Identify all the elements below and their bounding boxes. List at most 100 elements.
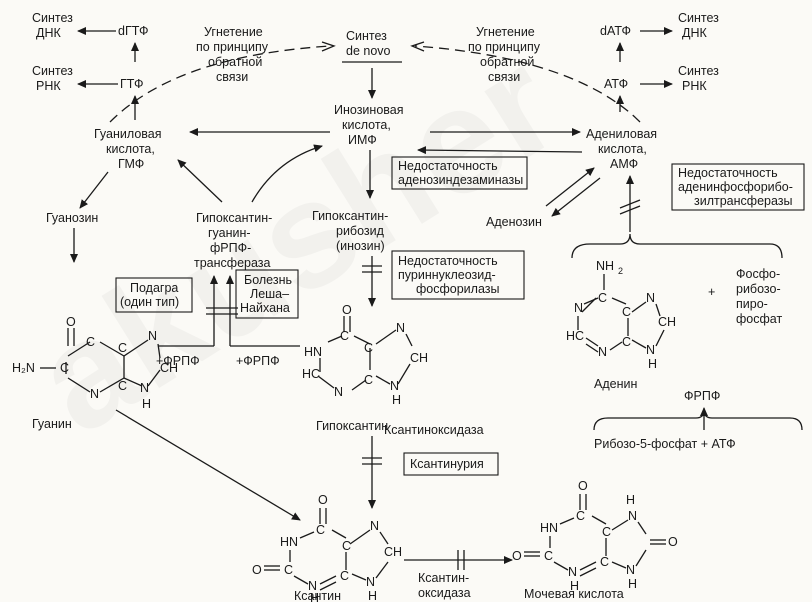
guanine-label: Гуанин (32, 417, 72, 431)
svg-text:N: N (148, 329, 157, 343)
svg-text:2: 2 (618, 266, 623, 276)
svg-text:HN: HN (540, 521, 558, 535)
svg-text:C: C (622, 305, 631, 319)
svg-text:Гипоксантин-: Гипоксантин- (312, 209, 388, 223)
svg-text:связи: связи (216, 70, 248, 84)
gmp-label: Гуаниловая кислота, ГМФ (94, 127, 162, 171)
xanthine-label: Ксантин (294, 589, 341, 602)
synth-rna-left: Синтез РНК (32, 64, 73, 93)
ribose-brace (593, 409, 803, 431)
svg-text:трансфераза: трансфераза (194, 256, 271, 270)
svg-text:O: O (668, 535, 678, 549)
lesch-nyhan-box: Болезнь Леша– Найхана (235, 269, 299, 319)
arrow-hgprt-to-gmp (177, 159, 223, 203)
atf-label: АТФ (604, 77, 628, 91)
inhibition-left-label: Угнетение по принципу обратной связи (196, 25, 269, 84)
svg-text:O: O (66, 315, 76, 329)
svg-text:CH: CH (410, 351, 428, 365)
adenine-label: Аденин (594, 377, 637, 391)
svg-text:H₂N: H₂N (12, 361, 35, 375)
svg-text:N: N (646, 343, 655, 357)
svg-text:H: H (310, 591, 319, 602)
svg-text:обратной: обратной (480, 55, 534, 69)
svg-text:ГМФ: ГМФ (118, 157, 144, 171)
svg-text:H: H (392, 393, 401, 407)
svg-text:фосфат: фосфат (736, 312, 782, 326)
arrow-gmp-to-guanosine (79, 171, 109, 209)
svg-text:ДНК: ДНК (36, 26, 61, 40)
svg-text:Угнетение: Угнетение (204, 25, 263, 39)
svg-text:N: N (574, 301, 583, 315)
gtf-label: ГТФ (120, 77, 144, 91)
svg-text:HC: HC (566, 329, 584, 343)
synth-dna-left: Синтез ДНК (32, 11, 73, 40)
svg-text:Фосфо-: Фосфо- (736, 267, 780, 281)
svg-text:РНК: РНК (682, 79, 707, 93)
svg-text:de novo: de novo (346, 44, 391, 58)
svg-text:H: H (142, 397, 151, 411)
plus-sign: + (708, 285, 715, 299)
gout-box: Подагра (один тип) (115, 277, 193, 313)
svg-text:Болезнь: Болезнь (244, 273, 292, 287)
svg-text:CH: CH (658, 315, 676, 329)
svg-text:N: N (646, 291, 655, 305)
svg-text:N: N (334, 385, 343, 399)
guanine-structure: O C C N CH N H C N C H₂N (12, 315, 178, 411)
adenine-prpp-brace (571, 233, 783, 259)
svg-text:C: C (364, 373, 373, 387)
svg-text:оксидаза: оксидаза (418, 586, 471, 600)
svg-text:H: H (368, 589, 377, 602)
svg-text:C: C (86, 335, 95, 349)
guanosine-label: Гуанозин (46, 211, 98, 225)
svg-text:O: O (252, 563, 262, 577)
svg-text:гуанин-: гуанин- (208, 226, 251, 240)
svg-text:Синтез: Синтез (32, 11, 73, 25)
svg-text:Угнетение: Угнетение (476, 25, 535, 39)
hypoxanthine-structure: O C HN C N CH N H C N HC (302, 303, 428, 407)
svg-text:HC: HC (302, 367, 320, 381)
svg-text:Недостаточность: Недостаточность (398, 254, 498, 268)
svg-text:CH: CH (160, 361, 178, 375)
uric-acid-structure: O C HN C C O N H C N H C O N H (512, 479, 678, 593)
svg-text:(инозин): (инозин) (336, 239, 385, 253)
svg-text:Ксантинурия: Ксантинурия (410, 457, 484, 471)
svg-text:HN: HN (280, 535, 298, 549)
svg-text:HN: HN (304, 345, 322, 359)
svg-text:N: N (628, 509, 637, 523)
svg-text:фосфорилазы: фосфорилазы (416, 282, 499, 296)
xanthine-structure: O C HN C C O N H C N CH N H (252, 493, 402, 602)
block-aprt-2 (619, 205, 641, 215)
feedback-arrowhead-left (321, 41, 336, 52)
svg-text:Недостаточность: Недостаточность (678, 166, 778, 180)
xanthine-oxidase-label-1: Ксантиноксидаза (384, 423, 484, 437)
svg-text:C: C (340, 329, 349, 343)
svg-text:Ксантин-: Ксантин- (418, 571, 469, 585)
hgprt-label: Гипоксантин- гуанин- фРПФ- трансфераза (194, 211, 272, 270)
synth-dna-right: Синтез ДНК (678, 11, 719, 40)
svg-text:C: C (340, 569, 349, 583)
svg-text:Недостаточность: Недостаточность (398, 159, 498, 173)
svg-text:фРПФ-: фРПФ- (210, 241, 251, 255)
svg-text:аденинфосфорибо-: аденинфосфорибо- (678, 180, 793, 194)
svg-text:NH: NH (596, 259, 614, 273)
svg-text:Леша–: Леша– (250, 287, 289, 301)
svg-text:C: C (316, 523, 325, 537)
xanthinuria-box: Ксантинурия (403, 452, 499, 476)
svg-text:C: C (622, 335, 631, 349)
svg-text:C: C (284, 563, 293, 577)
hypoxanthine-label: Гипоксантин (316, 419, 388, 433)
svg-text:обратной: обратной (208, 55, 262, 69)
svg-text:C: C (544, 549, 553, 563)
svg-text:N: N (370, 519, 379, 533)
ribose-label: Рибозо-5-фосфат + АТФ (594, 437, 736, 451)
svg-text:H: H (626, 493, 635, 507)
adenine-structure: NH 2 C N C HC N C N CH N H (566, 259, 676, 371)
svg-text:H: H (628, 577, 637, 591)
arrow-adenosine-to-amp (545, 167, 595, 207)
svg-text:C: C (118, 341, 127, 355)
svg-text:Гуаниловая: Гуаниловая (94, 127, 162, 141)
svg-text:Инозиновая: Инозиновая (334, 103, 404, 117)
svg-text:пуриннуклеозид-: пуриннуклеозид- (398, 268, 496, 282)
